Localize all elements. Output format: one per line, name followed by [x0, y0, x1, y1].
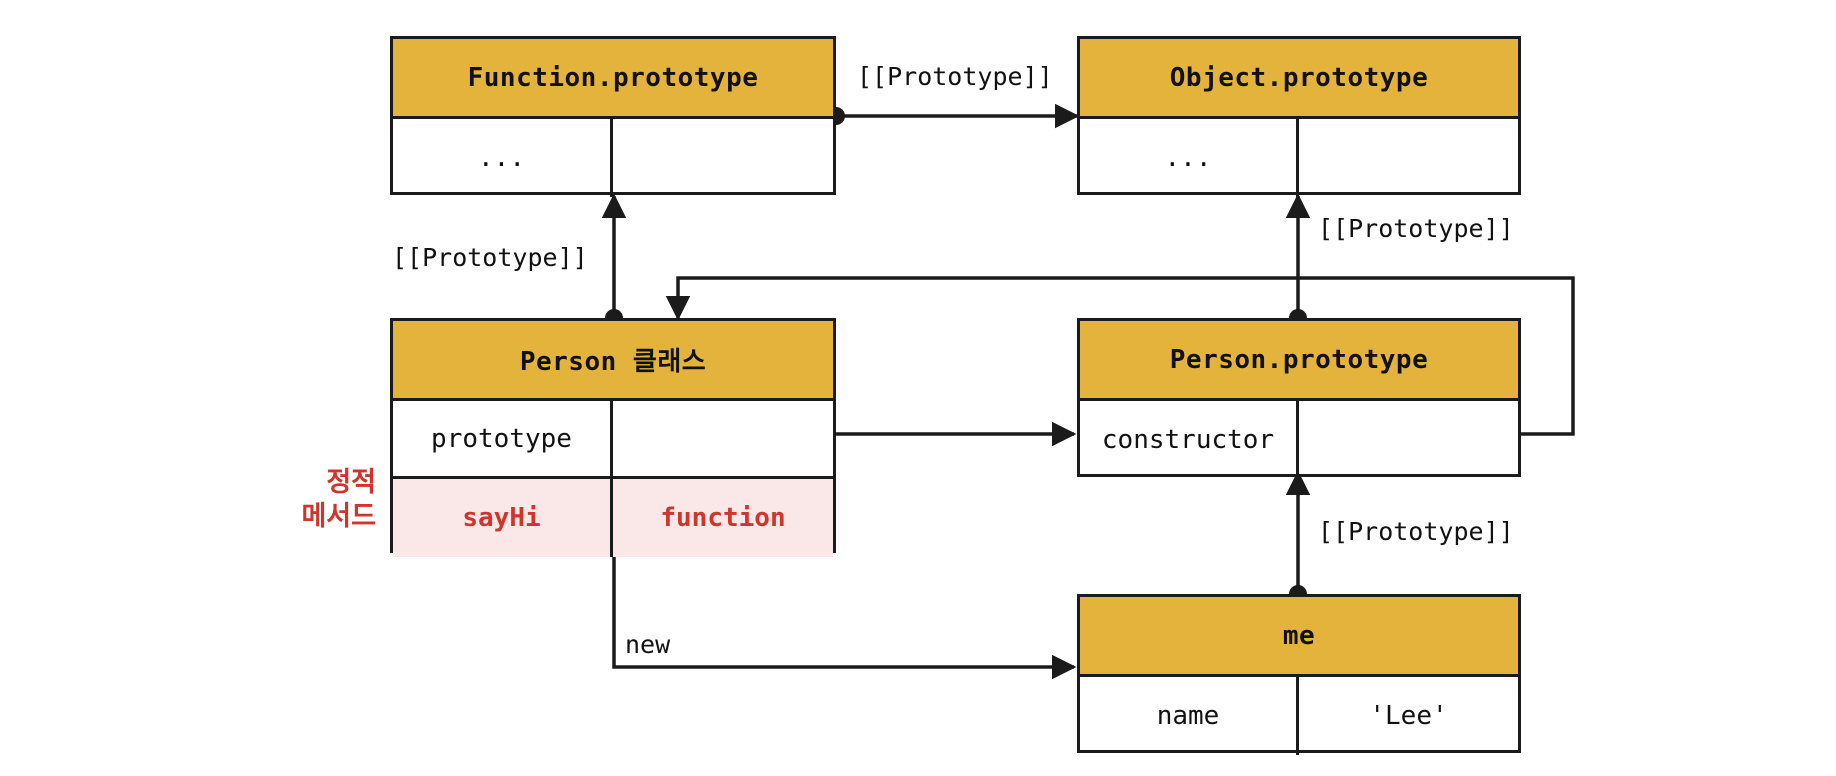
cell-value: function	[660, 503, 786, 533]
box-person-class-title: Person 클래스	[393, 321, 833, 401]
cell-key: prototype	[393, 401, 613, 476]
label-prototype-left: [[Prototype]]	[392, 243, 588, 272]
table-row-sayhi: sayHi function	[393, 479, 833, 557]
box-function-prototype: Function.prototype ...	[390, 36, 836, 197]
wire-new-to-me	[612, 547, 1077, 680]
box-person-prototype: Person.prototype constructor	[1077, 318, 1521, 479]
label-prototype-right-top: [[Prototype]]	[1318, 214, 1514, 243]
box-person-class: Person 클래스 prototype sayHi function	[390, 318, 836, 557]
cell-key: constructor	[1080, 401, 1299, 479]
box-object-prototype: Object.prototype ...	[1077, 36, 1521, 197]
cell-key: name	[1080, 677, 1299, 755]
cell-value	[613, 401, 833, 476]
table-row: ...	[1080, 119, 1518, 197]
cell-value	[1299, 119, 1518, 197]
cell-value	[613, 119, 833, 197]
box-me-title: me	[1080, 597, 1518, 677]
label-new: new	[625, 630, 671, 659]
box-person-prototype-title: Person.prototype	[1080, 321, 1518, 401]
cell-value: 'Lee'	[1369, 701, 1448, 731]
box-me: me name 'Lee'	[1077, 594, 1521, 755]
label-prototype-right-bottom: [[Prototype]]	[1318, 517, 1514, 546]
cell-key: ...	[1080, 119, 1299, 197]
table-row: ...	[393, 119, 833, 197]
note-static-method: 정적 메서드	[301, 467, 376, 532]
table-row-name: name 'Lee'	[1080, 677, 1518, 755]
label-prototype-top: [[Prototype]]	[857, 62, 1053, 91]
box-function-prototype-title: Function.prototype	[393, 39, 833, 119]
cell-value	[1299, 401, 1518, 479]
table-row-prototype: prototype	[393, 401, 833, 479]
cell-key: ...	[393, 119, 613, 197]
table-row-constructor: constructor	[1080, 401, 1518, 479]
box-object-prototype-title: Object.prototype	[1080, 39, 1518, 119]
cell-key: sayHi	[393, 479, 613, 557]
